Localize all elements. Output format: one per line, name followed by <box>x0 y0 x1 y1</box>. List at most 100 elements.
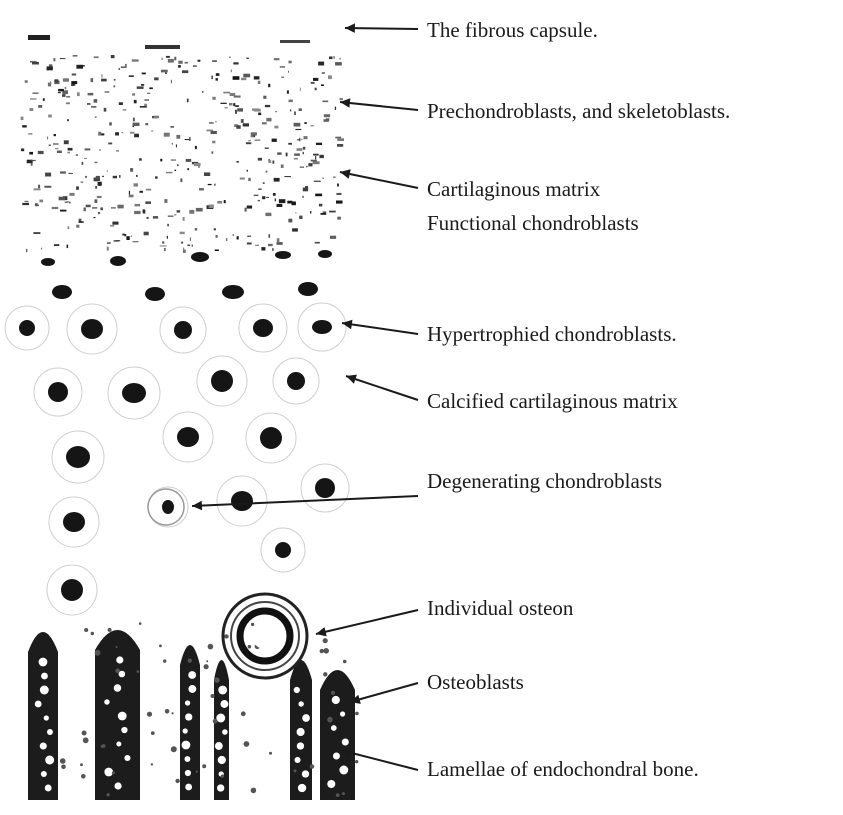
speckle <box>243 123 249 126</box>
osteocyte-space <box>216 714 225 723</box>
osteoblast-dot <box>241 711 246 716</box>
speckle <box>314 181 321 182</box>
speckle <box>272 139 277 142</box>
speckle <box>100 207 103 210</box>
leader-line <box>350 683 418 702</box>
osteocyte-space <box>294 687 300 693</box>
speckle <box>324 119 329 122</box>
speckle <box>254 195 259 196</box>
speckle <box>235 110 237 114</box>
speckle <box>240 178 245 180</box>
speckle <box>84 208 86 212</box>
speckle <box>335 137 341 139</box>
speckle <box>295 129 301 130</box>
speckle <box>301 139 302 140</box>
osteocyte-space <box>114 782 121 789</box>
speckle <box>258 158 262 161</box>
osteocyte-space <box>41 771 47 777</box>
osteocyte-space <box>104 699 109 704</box>
speckle <box>225 107 228 108</box>
speckle <box>313 161 320 164</box>
osteocyte-space <box>182 741 191 750</box>
speckle <box>275 198 276 201</box>
speckle <box>247 243 252 245</box>
speckle <box>134 183 139 186</box>
osteoblast-dot <box>172 712 174 714</box>
speckle <box>58 89 64 92</box>
speckle <box>47 137 48 140</box>
speckle <box>187 168 189 170</box>
speckle <box>161 70 168 73</box>
speckle <box>193 65 197 67</box>
speckle <box>297 139 300 140</box>
speckle <box>164 248 166 251</box>
speckle <box>32 62 39 65</box>
chondroblast-cell <box>275 542 291 558</box>
speckle <box>59 197 66 201</box>
speckle <box>149 87 153 89</box>
speckle <box>209 122 214 123</box>
speckle <box>95 199 98 203</box>
speckle <box>30 108 34 111</box>
osteoblast-dot <box>151 731 155 735</box>
speckle <box>178 65 181 68</box>
speckle <box>330 236 336 239</box>
speckle <box>237 108 243 111</box>
speckle <box>281 77 284 78</box>
speckle <box>329 57 333 60</box>
speckle <box>248 140 251 141</box>
speckle <box>79 221 84 223</box>
speckle <box>196 208 203 212</box>
speckle <box>202 91 203 93</box>
leader-line <box>316 610 418 634</box>
osteoblast-dot <box>336 793 340 797</box>
speckle <box>132 93 135 96</box>
speckle <box>119 175 120 178</box>
osteocyte-space <box>124 755 130 761</box>
speckle <box>299 216 302 219</box>
osteoblast-dot <box>82 731 87 736</box>
speckle <box>124 234 126 236</box>
speckle <box>38 151 44 154</box>
speckle <box>91 106 96 107</box>
osteocyte-space <box>44 715 49 720</box>
speckle <box>287 90 289 93</box>
osteoblast-dot <box>244 741 250 747</box>
chondroblast-cell <box>52 285 72 299</box>
speckle <box>114 79 116 81</box>
osteocyte-space <box>294 757 300 763</box>
speckle <box>165 72 167 74</box>
speckle <box>26 249 27 252</box>
osteocyte-space <box>40 686 49 695</box>
label-calcified-matrix: Calcified cartilaginous matrix <box>427 389 678 413</box>
osteoblast-dot <box>60 758 66 764</box>
speckle <box>29 152 33 155</box>
speckle <box>315 156 316 159</box>
speckle <box>60 58 66 59</box>
speckle <box>73 55 78 56</box>
speckle <box>171 159 176 160</box>
speckle <box>263 182 265 184</box>
leader-lines <box>192 23 418 770</box>
speckle <box>336 193 341 195</box>
speckle <box>134 134 139 138</box>
speckle <box>304 122 307 124</box>
osteoblast-dot <box>310 764 315 769</box>
osteoblast-dot <box>116 646 118 648</box>
osteocyte-space <box>185 713 192 720</box>
osteoblast-dot <box>208 644 214 650</box>
speckle <box>162 241 164 243</box>
capsule-streak <box>145 45 180 49</box>
chondroblast-cell <box>177 427 199 447</box>
speckle <box>192 245 193 247</box>
speckle <box>277 204 283 207</box>
osteoblast-dot <box>342 792 345 795</box>
speckle <box>329 211 336 213</box>
osteocyte-space <box>45 785 52 792</box>
speckle <box>176 144 177 147</box>
speckle <box>258 189 261 190</box>
chondroblast-cell <box>66 446 90 468</box>
speckle <box>315 194 322 197</box>
speckle <box>277 242 283 245</box>
osteoblast-dot <box>106 793 109 796</box>
